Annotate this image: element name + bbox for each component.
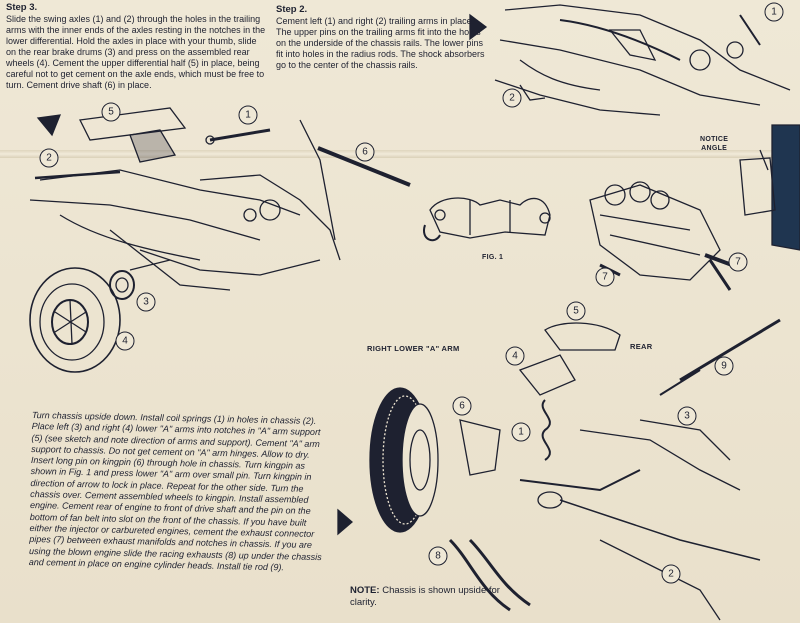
note-text: Chassis is shown upside for clarity.	[350, 585, 500, 608]
arrow-front	[337, 508, 353, 536]
step3-body: Slide the swing axles (1) and (2) throug…	[6, 14, 266, 90]
callout-1-rear: 1	[245, 110, 251, 121]
callout-1-top: 1	[771, 7, 777, 18]
note-box: NOTE: Chassis is shown upside for clarit…	[350, 585, 500, 609]
note-label: NOTE:	[350, 585, 380, 596]
step2-body: Cement left (1) and right (2) trailing a…	[276, 16, 485, 70]
front-suspension-drawing	[448, 318, 781, 621]
callout-5-rear: 5	[108, 107, 114, 118]
step3-rear-axle-drawing	[29, 107, 411, 291]
notice-angle-tire-drawing	[739, 124, 800, 251]
label-angle: ANGLE	[701, 145, 728, 152]
rear-wheel-drawing	[29, 267, 135, 373]
label-rear: REAR	[630, 342, 653, 351]
callout-9-front: 9	[721, 361, 727, 372]
callout-6-rear: 6	[362, 147, 368, 158]
fig1-kingpin-drawing	[423, 197, 551, 242]
step3-instructions: Step 3. Slide the swing axles (1) and (2…	[6, 2, 268, 91]
callout-8-front: 8	[435, 551, 441, 562]
front-assembly-instructions: Turn chassis upside down. Install coil s…	[28, 410, 322, 573]
step3-title: Step 3.	[6, 2, 38, 13]
label-fig1: FIG. 1	[482, 254, 504, 261]
callout-1-front: 1	[518, 427, 524, 438]
callout-7-left: 7	[602, 272, 608, 283]
callout-2-rear: 2	[46, 153, 52, 164]
step2-title: Step 2.	[276, 4, 308, 15]
callout-2-front: 2	[668, 569, 674, 580]
callout-2-top: 2	[509, 93, 515, 104]
callout-3-rear: 3	[143, 297, 149, 308]
callout-3-front: 3	[684, 411, 690, 422]
callout-6-front: 6	[459, 401, 465, 412]
callout-5-front: 5	[573, 306, 579, 317]
label-right-lower-a-arm: RIGHT LOWER "A" ARM	[367, 344, 460, 353]
arrow-step3	[36, 114, 62, 137]
callout-4-front: 4	[512, 351, 518, 362]
paper-fold	[0, 150, 800, 158]
front-tire-drawing	[369, 387, 439, 533]
callout-4-rear: 4	[122, 336, 128, 347]
label-notice-angle: NOTICE ANGLE	[700, 135, 728, 153]
step2-instructions: Step 2. Cement left (1) and right (2) tr…	[276, 4, 486, 71]
callout-7-right: 7	[735, 257, 741, 268]
arrow-step2	[469, 13, 488, 41]
step2-chassis-drawing	[494, 4, 791, 116]
label-notice: NOTICE	[700, 136, 729, 143]
